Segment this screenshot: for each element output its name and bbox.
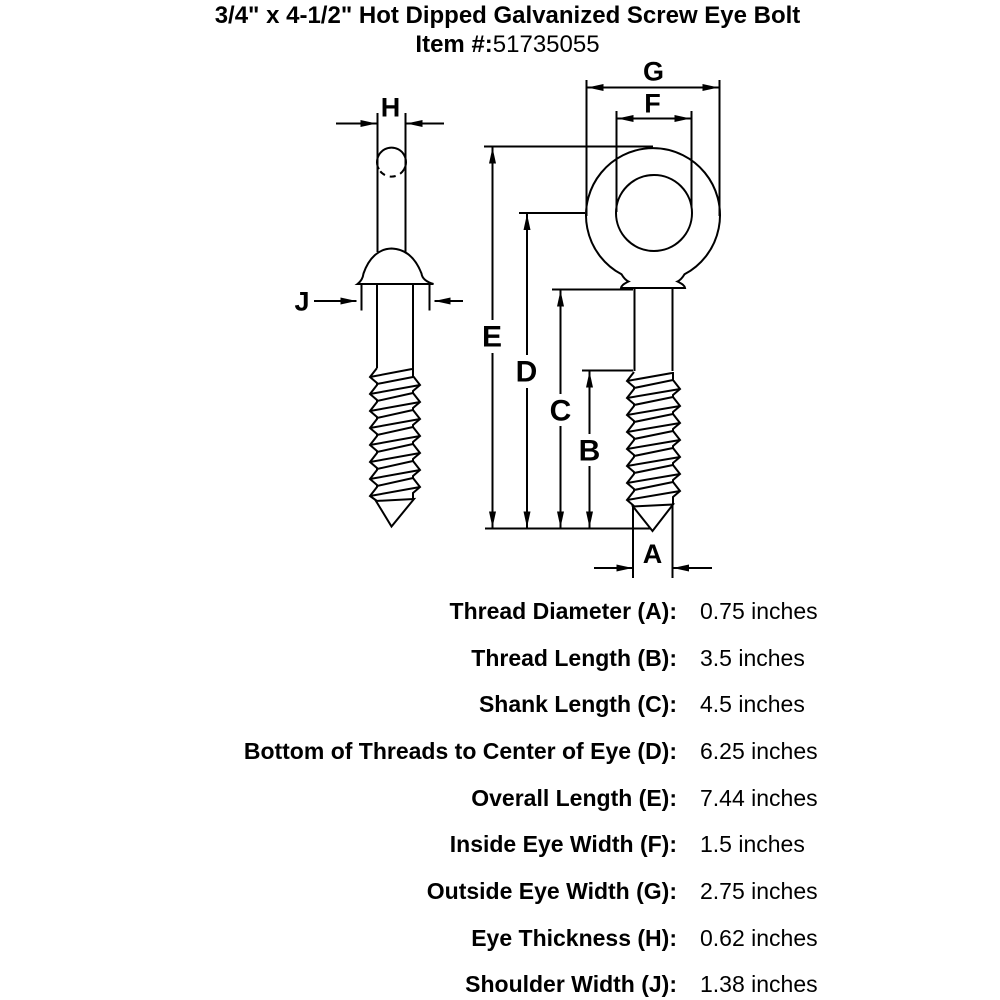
- dimension-A: A: [594, 505, 712, 578]
- dimension-label-G: G: [643, 57, 664, 87]
- spec-value: 0.62 inches: [700, 924, 818, 951]
- table-row: Shank Length (C): 4.5 inches: [0, 681, 1000, 728]
- side-screw-point: [374, 497, 417, 529]
- spec-label: Thread Length (B):: [471, 644, 677, 671]
- side-eye-hole-hidden: [378, 168, 405, 178]
- spec-label: Thread Diameter (A):: [449, 597, 677, 624]
- dimension-C: C: [546, 288, 633, 528]
- front-threads: [625, 371, 682, 507]
- side-shoulder-bell: [354, 247, 434, 285]
- spec-label: Inside Eye Width (F):: [449, 831, 677, 858]
- table-row: Thread Diameter (A): 0.75 inches: [0, 588, 1000, 635]
- spec-label: Bottom of Threads to Center of Eye (D):: [243, 737, 677, 764]
- dimension-G: G: [585, 57, 721, 216]
- table-row: Outside Eye Width (G): 2.75 inches: [0, 868, 1000, 915]
- spec-value: 6.25 inches: [700, 737, 818, 764]
- spec-label: Shank Length (C):: [478, 691, 677, 718]
- dimension-label-J: J: [294, 287, 309, 317]
- dimension-label-H: H: [381, 93, 401, 123]
- table-row: Thread Length (B): 3.5 inches: [0, 635, 1000, 682]
- dimension-label-B: B: [579, 435, 601, 468]
- spec-label: Outside Eye Width (G):: [426, 877, 677, 904]
- table-row: Shoulder Width (J): 1.38 inches: [0, 962, 1000, 1000]
- dimension-J: J: [294, 287, 463, 317]
- side-threads: [368, 367, 422, 502]
- front-eye-hole: [615, 174, 693, 252]
- table-row: Bottom of Threads to Center of Eye (D): …: [0, 728, 1000, 775]
- table-row: Eye Thickness (H): 0.62 inches: [0, 915, 1000, 962]
- dimension-B: B: [576, 369, 633, 528]
- dimension-H: H: [336, 93, 444, 127]
- spec-label: Shoulder Width (J):: [465, 971, 677, 998]
- item-number-line: Item #:51735055: [15, 31, 1000, 59]
- spec-value: 7.44 inches: [700, 784, 818, 811]
- dimension-D: D: [512, 212, 585, 528]
- dimension-F: F: [615, 89, 693, 212]
- table-row: Inside Eye Width (F): 1.5 inches: [0, 821, 1000, 868]
- dimension-E: E: [478, 145, 653, 528]
- dimension-label-C: C: [550, 395, 572, 428]
- spec-label: Eye Thickness (H):: [471, 924, 677, 951]
- spec-value: 3.5 inches: [700, 644, 805, 671]
- header: 3/4" x 4-1/2" Hot Dipped Galvanized Scre…: [15, 0, 1000, 60]
- front-screw-point: [631, 503, 676, 533]
- table-row: Overall Length (E): 7.44 inches: [0, 775, 1000, 822]
- spec-value: 1.5 inches: [700, 831, 805, 858]
- side-eye-hole-solid: [376, 146, 407, 170]
- dimension-label-A: A: [643, 539, 663, 569]
- item-number-label: Item #:: [415, 31, 493, 59]
- spec-value: 0.75 inches: [700, 597, 818, 624]
- dimension-label-E: E: [482, 321, 502, 354]
- side-view-figure: [354, 113, 434, 529]
- spec-value: 2.75 inches: [700, 877, 818, 904]
- spec-value: 4.5 inches: [700, 691, 805, 718]
- front-view-figure: [585, 147, 721, 507]
- spec-table: Thread Diameter (A): 0.75 inches Thread …: [0, 588, 1000, 1000]
- item-number-value: 51735055: [492, 31, 600, 59]
- page-title: 3/4" x 4-1/2" Hot Dipped Galvanized Scre…: [214, 2, 801, 29]
- spec-value: 1.38 inches: [700, 971, 818, 998]
- spec-label: Overall Length (E):: [471, 784, 677, 811]
- dimension-label-D: D: [516, 356, 538, 389]
- dimension-label-F: F: [644, 89, 661, 119]
